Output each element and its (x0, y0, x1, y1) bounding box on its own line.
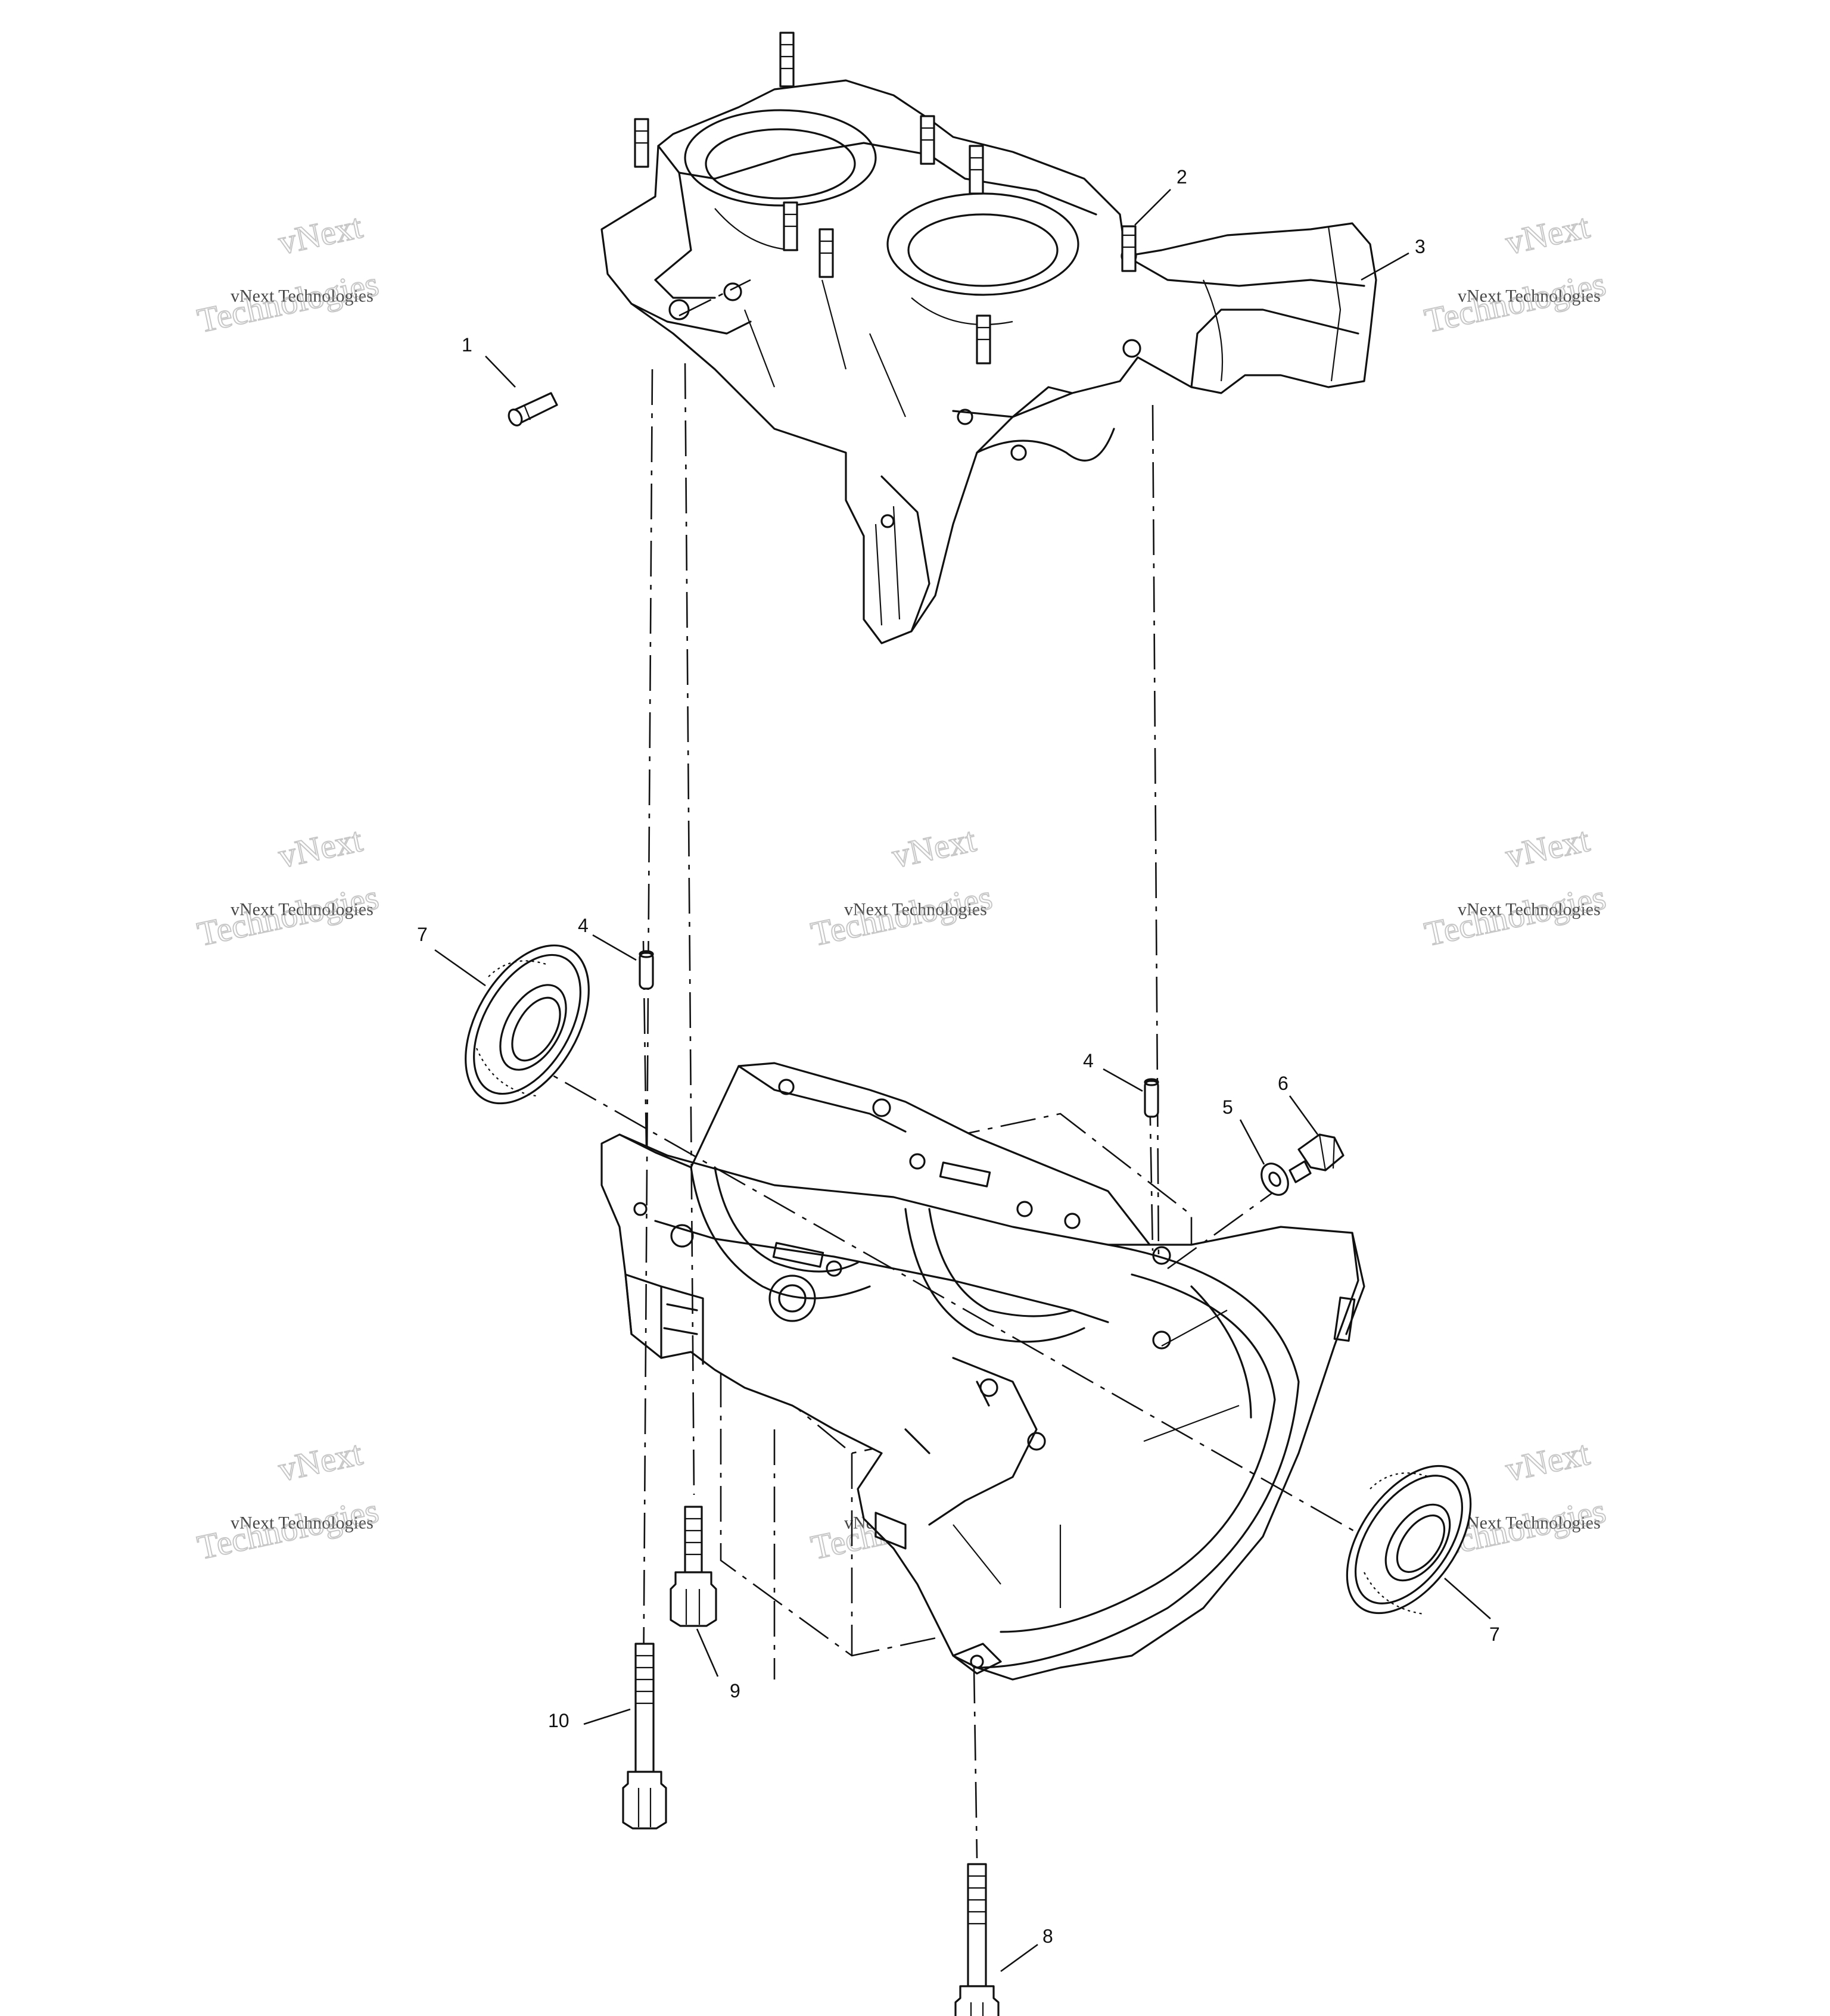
watermark-line-2: vNext Technologies (1458, 1513, 1601, 1533)
upper-crankcase (600, 32, 1377, 644)
watermark-line-2: vNext Technologies (844, 900, 987, 920)
leader-lines (434, 189, 1491, 1973)
watermark-line-3: Technologies (808, 877, 995, 954)
callout-3: 3 (1415, 236, 1426, 257)
watermark-line-2: vNext Technologies (231, 900, 374, 920)
callout-labels: 1 2 3 4 4 5 6 7 7 8 9 10 (417, 166, 1500, 1947)
part-9-bolt (670, 1506, 717, 1627)
watermark-line-1: vNext (275, 1434, 366, 1489)
part-10-bolt (622, 1643, 667, 1830)
watermark-line-3: Technologies (194, 877, 382, 954)
part-7-oil-seal-right (1346, 1465, 1472, 1615)
callout-5: 5 (1222, 1096, 1233, 1118)
watermark-line-3: Technologies (1421, 877, 1609, 954)
callout-10: 10 (548, 1710, 569, 1731)
watermark-line-1: vNext (1502, 1434, 1593, 1489)
watermark-line-3: Technologies (1421, 264, 1609, 340)
watermark-line-2: vNext Technologies (1458, 286, 1601, 306)
part-6-drain-screw (1289, 1133, 1345, 1183)
watermark-line-2: vNext Technologies (231, 1513, 374, 1533)
lower-crankcase (600, 1062, 1365, 1681)
watermark-line-1: vNext (889, 820, 979, 875)
watermark-line-1: vNext (275, 820, 366, 875)
callout-6: 6 (1278, 1073, 1289, 1094)
watermark-line-3: Technologies (194, 1491, 382, 1567)
part-4-dowel-pin-right (1144, 1078, 1159, 1118)
callout-4-right: 4 (1083, 1050, 1094, 1071)
callout-2: 2 (1177, 166, 1187, 188)
callout-1: 1 (462, 334, 472, 356)
callout-7-right: 7 (1489, 1624, 1500, 1645)
watermark-line-3: Technologies (194, 264, 382, 340)
watermark-line-2: vNext Technologies (1458, 900, 1601, 920)
watermark-line-1: vNext (1502, 207, 1593, 262)
watermark-line-1: vNext (275, 207, 366, 262)
callout-4-left: 4 (578, 915, 589, 936)
callout-8: 8 (1042, 1925, 1053, 1947)
callout-9: 9 (730, 1680, 740, 1702)
part-7-oil-seal-left (465, 944, 590, 1105)
part-4-dowel-pin-left (639, 950, 654, 990)
watermark-line-1: vNext (1502, 820, 1593, 875)
part-5-washer (1261, 1163, 1289, 1196)
part-1-plug (508, 392, 558, 426)
callout-7-left: 7 (417, 924, 428, 945)
watermark-line-2: vNext Technologies (231, 286, 374, 306)
part-8-bolt (954, 1863, 1000, 2016)
